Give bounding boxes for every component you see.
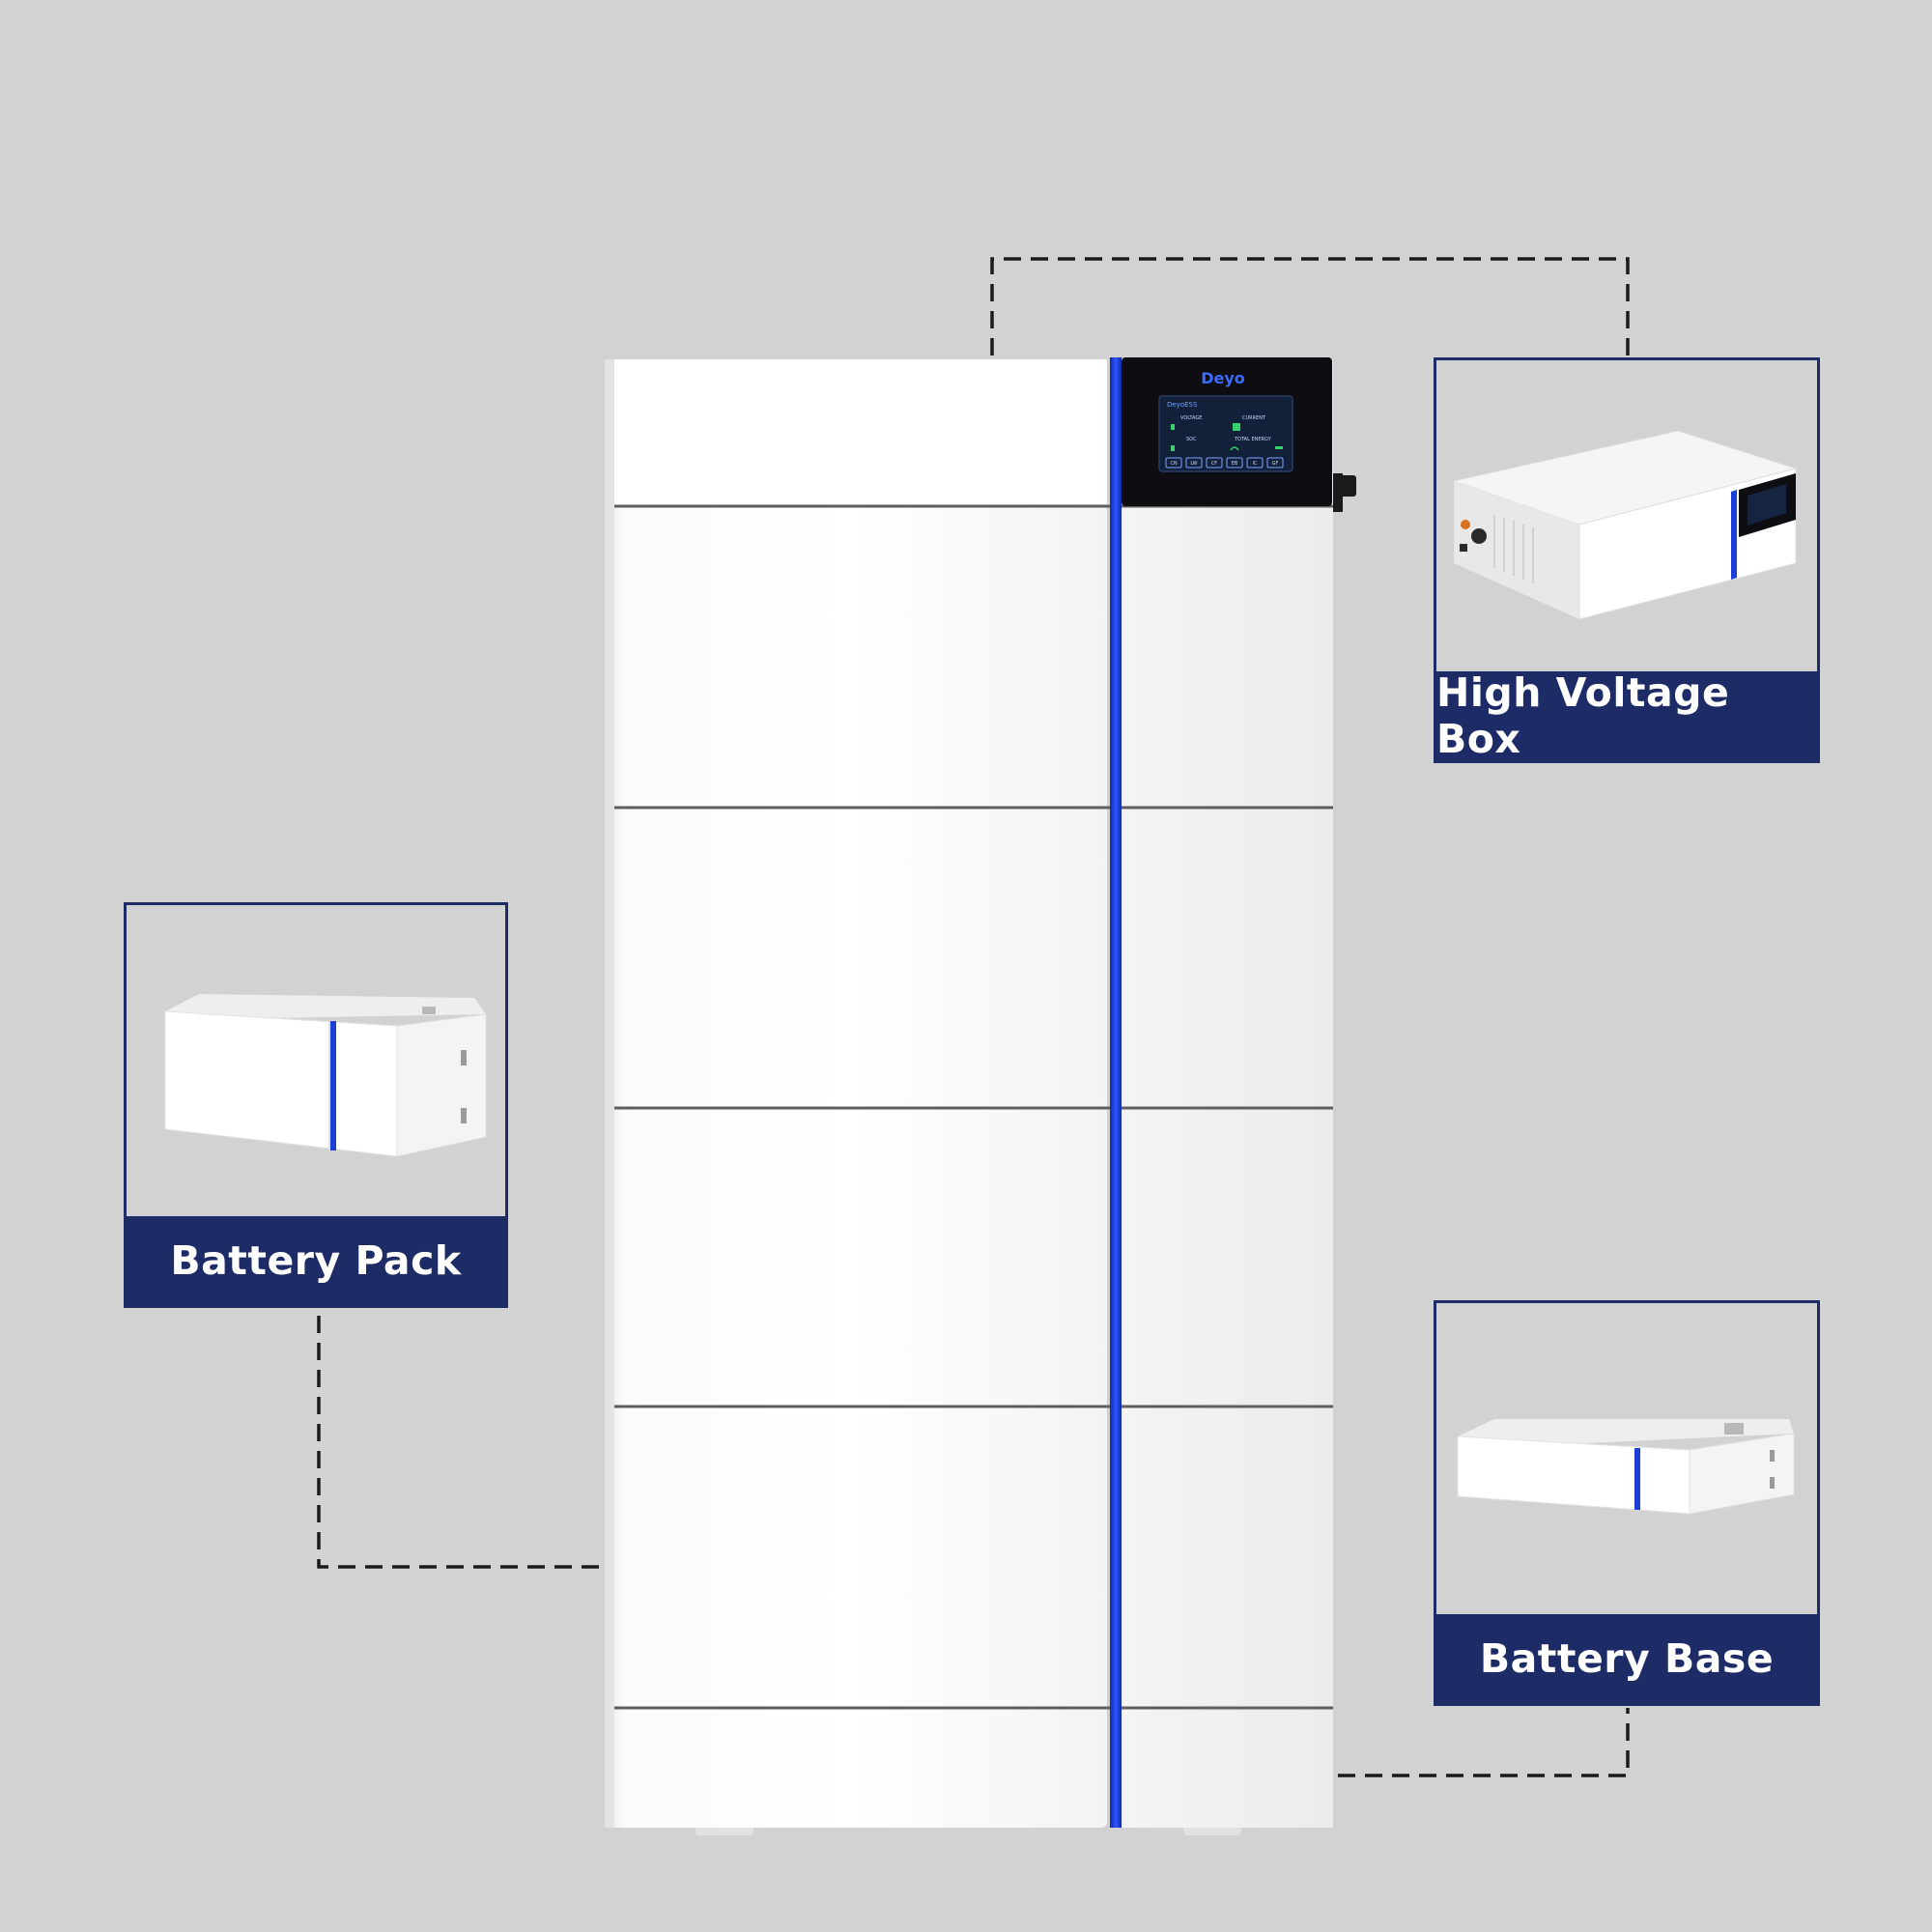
screen-button-6: GF: [1272, 461, 1279, 467]
high-voltage-box-image: [1452, 430, 1798, 620]
screen-buttons: [1165, 457, 1284, 469]
connector-battery-pack: [317, 1316, 607, 1569]
callout-battery-pack: Battery Pack: [124, 902, 508, 1308]
screen-button-5: IC: [1253, 461, 1258, 467]
screen-label-total-energy: TOTAL ENERGY: [1234, 437, 1272, 442]
high-voltage-box-label: High Voltage Box: [1436, 669, 1817, 762]
battery-base-label: Battery Base: [1436, 1614, 1817, 1703]
screen-label-voltage: VOLTAGE: [1180, 415, 1202, 421]
connector-lines: [317, 257, 1630, 1777]
battery-pack-label: Battery Pack: [127, 1216, 505, 1305]
connector-hv-box: [990, 257, 1630, 357]
callout-high-voltage-box: High Voltage Box: [1434, 357, 1820, 763]
screen-button-4: EB: [1232, 461, 1238, 467]
screen-button-1: CN: [1170, 461, 1177, 467]
screen-label-soc: SOC: [1186, 437, 1197, 442]
blue-accent-stripe: [1110, 357, 1122, 1828]
screen-button-3: CF: [1211, 461, 1217, 467]
screen-label-current: CURRENT: [1242, 415, 1266, 421]
cabinet-front-face: [605, 359, 1107, 1828]
screen-button-2: LW: [1190, 461, 1197, 467]
screen-title: DeyoESS: [1167, 401, 1198, 409]
battery-cabinet: Deyo DeyoESS VOLTAGE CURRENT SOC TOTAL E…: [605, 357, 1356, 1835]
brand-logo: Deyo: [1201, 369, 1245, 387]
callout-battery-base: Battery Base: [1434, 1300, 1820, 1706]
cabinet-side-face: [1111, 359, 1333, 1828]
battery-pack-image: [164, 994, 487, 1157]
connector-battery-base: [1338, 1708, 1630, 1777]
lcd-screen: [1158, 395, 1293, 472]
battery-base-image: [1457, 1419, 1795, 1515]
